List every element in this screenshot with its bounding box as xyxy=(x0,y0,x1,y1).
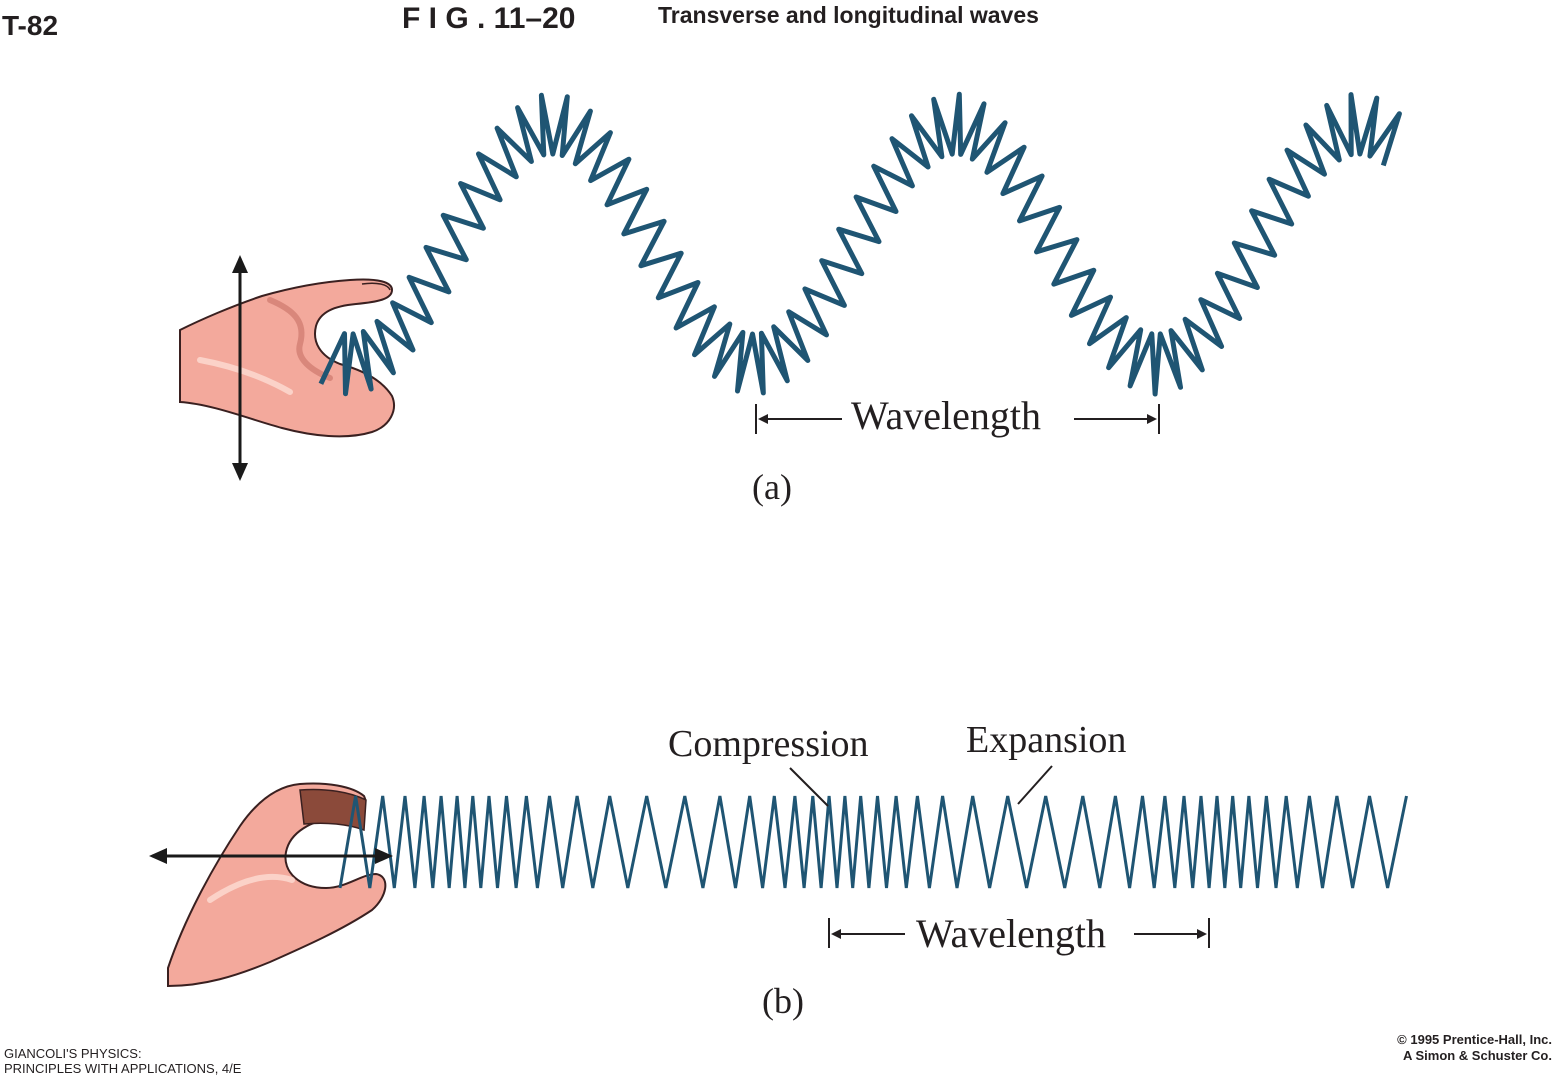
compression-label: Compression xyxy=(668,723,869,765)
book-credit-line1: GIANCOLI'S PHYSICS: xyxy=(4,1046,142,1061)
compression-leader-line xyxy=(789,767,829,807)
panel-a xyxy=(179,91,1402,481)
book-credit-line2: PRINCIPLES WITH APPLICATIONS, 4/E xyxy=(4,1061,242,1076)
hand-b-icon xyxy=(167,782,387,988)
caption-b: (b) xyxy=(762,981,804,1021)
figure-number: F I G . 11–20 xyxy=(402,2,576,35)
wavelength-dimension-b xyxy=(828,918,1210,948)
longitudinal-spring-coil xyxy=(338,795,1408,889)
wavelength-label-b: Wavelength xyxy=(916,911,1107,956)
wavelength-label-a: Wavelength xyxy=(851,393,1042,438)
expansion-label: Expansion xyxy=(966,719,1127,761)
panel-b xyxy=(149,765,1408,988)
expansion-leader-line xyxy=(1017,765,1053,805)
wavelength-dimension-a xyxy=(755,404,1160,434)
transverse-spring-coil xyxy=(318,91,1402,397)
hand-a-icon xyxy=(179,278,395,438)
copyright-line2: A Simon & Schuster Co. xyxy=(1402,1048,1552,1063)
figure-title: Transverse and longitudinal waves xyxy=(658,2,1039,28)
copyright-line1: © 1995 Prentice-Hall, Inc. xyxy=(1397,1032,1552,1047)
caption-a: (a) xyxy=(752,467,792,507)
sheet-id: T-82 xyxy=(2,10,59,41)
